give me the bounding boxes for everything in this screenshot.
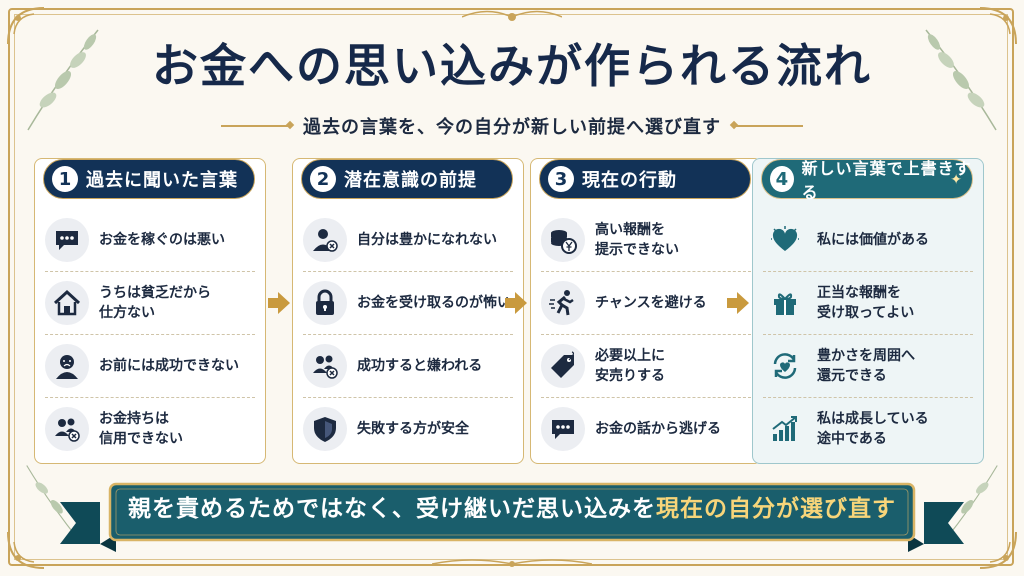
step-card-1: 1 過去に聞いた言葉 お金を稼ぐのは悪い うちは貧乏だから 仕方ない お前には成… bbox=[34, 158, 266, 464]
item-text: お前には成功できない bbox=[99, 358, 239, 374]
card-header: 3 現在の行動 bbox=[539, 159, 751, 199]
leaf-decoration-icon bbox=[925, 29, 997, 131]
step-number: 1 bbox=[52, 166, 78, 192]
corner-ornament-icon bbox=[7, 531, 45, 569]
house-icon bbox=[45, 281, 89, 325]
item-text: 私には価値がある bbox=[817, 232, 929, 248]
card-heading: 潜在意識の前提 bbox=[344, 170, 477, 191]
growth-chart-icon bbox=[763, 407, 807, 451]
subtitle: 過去の言葉を、今の自分が新しい前提へ選び直す bbox=[303, 117, 721, 138]
item-text: 必要以上に 安売りする bbox=[595, 348, 665, 384]
top-ornament-icon bbox=[462, 10, 562, 21]
subtitle-divider bbox=[221, 125, 291, 127]
item-text: うちは貧乏だから 仕方ない bbox=[99, 285, 211, 321]
list-item: チャンスを避ける bbox=[541, 272, 751, 335]
item-text: 成功すると嫌われる bbox=[357, 358, 483, 374]
list-item: うちは貧乏だから 仕方ない bbox=[45, 272, 255, 335]
corner-ornament-icon bbox=[979, 531, 1017, 569]
item-text: 豊かさを周囲へ 還元できる bbox=[817, 348, 915, 384]
card-header: 1 過去に聞いた言葉 bbox=[43, 159, 255, 199]
item-text: お金を稼ぐのは悪い bbox=[99, 232, 225, 248]
shield-icon bbox=[303, 407, 347, 451]
step-card-3: 3 現在の行動 高い報酬を 提示できない チャンスを避ける 必要以上に 安売りす… bbox=[530, 158, 762, 464]
person-cross-icon bbox=[303, 218, 347, 262]
arrow-right-icon bbox=[727, 292, 749, 314]
list-item: 高い報酬を 提示できない bbox=[541, 209, 751, 272]
item-text: 高い報酬を 提示できない bbox=[595, 222, 679, 258]
ribbon-banner bbox=[60, 482, 964, 552]
bottom-ornament-icon bbox=[432, 559, 592, 567]
card-heading: 新しい言葉で上書きする bbox=[801, 159, 972, 202]
item-text: 失敗する方が安全 bbox=[357, 421, 469, 437]
item-text: お金持ちは 信用できない bbox=[99, 411, 183, 447]
speech-bubble-icon bbox=[541, 407, 585, 451]
leaf-decoration-icon bbox=[27, 29, 99, 131]
card-header: 4 新しい言葉で上書きする ✦ bbox=[761, 159, 973, 202]
arrow-right-icon bbox=[268, 292, 290, 314]
item-text: 私は成長している 途中である bbox=[817, 411, 929, 447]
list-item: お金を受け取るのが怖い bbox=[303, 272, 513, 335]
list-item: お金を稼ぐのは悪い bbox=[45, 209, 255, 272]
subtitle-row: 過去の言葉を、今の自分が新しい前提へ選び直す bbox=[0, 112, 1024, 140]
step-card-4: 4 新しい言葉で上書きする ✦ 私には価値がある 正当な報酬を 受け取ってよい … bbox=[752, 158, 984, 464]
sad-face-icon bbox=[45, 344, 89, 388]
item-text: チャンスを避ける bbox=[595, 295, 707, 311]
arrow-right-icon bbox=[505, 292, 527, 314]
running-person-icon bbox=[541, 281, 585, 325]
gift-icon bbox=[763, 281, 807, 325]
step-number: 4 bbox=[770, 166, 794, 192]
list-item: 失敗する方が安全 bbox=[303, 398, 513, 460]
item-text: お金の話から逃げる bbox=[595, 421, 721, 437]
padlock-icon bbox=[303, 281, 347, 325]
step-number: 3 bbox=[548, 166, 574, 192]
list-item: 自分は豊かになれない bbox=[303, 209, 513, 272]
people-cross-icon bbox=[45, 407, 89, 451]
list-item: 豊かさを周囲へ 還元できる bbox=[763, 335, 973, 398]
banner-message: 親を責めるためではなく、受け継いだ思い込みを現在の自分が選び直す bbox=[0, 489, 1024, 523]
price-tag-icon bbox=[541, 344, 585, 388]
corner-ornament-icon bbox=[7, 7, 45, 45]
subtitle-divider bbox=[733, 125, 803, 127]
list-item: 成功すると嫌われる bbox=[303, 335, 513, 398]
list-item: 正当な報酬を 受け取ってよい bbox=[763, 272, 973, 335]
list-item: 私は成長している 途中である bbox=[763, 398, 973, 460]
people-cross-icon bbox=[303, 344, 347, 388]
list-item: お金の話から逃げる bbox=[541, 398, 751, 460]
step-card-2: 2 潜在意識の前提 自分は豊かになれない お金を受け取るのが怖い 成功すると嫌わ… bbox=[292, 158, 524, 464]
heart-icon bbox=[763, 218, 807, 262]
coins-yen-icon bbox=[541, 218, 585, 262]
cycle-heart-icon bbox=[763, 344, 807, 388]
step-number: 2 bbox=[310, 166, 336, 192]
list-item: 私には価値がある bbox=[763, 209, 973, 272]
item-text: 正当な報酬を 受け取ってよい bbox=[817, 285, 915, 321]
card-heading: 過去に聞いた言葉 bbox=[86, 170, 238, 191]
card-heading: 現在の行動 bbox=[582, 170, 677, 191]
list-item: お金持ちは 信用できない bbox=[45, 398, 255, 460]
banner-text: 親を責めるためではなく、受け継いだ思い込みを bbox=[128, 495, 656, 522]
speech-bubble-icon bbox=[45, 218, 89, 262]
card-header: 2 潜在意識の前提 bbox=[301, 159, 513, 199]
list-item: お前には成功できない bbox=[45, 335, 255, 398]
item-text: 自分は豊かになれない bbox=[357, 232, 497, 248]
list-item: 必要以上に 安売りする bbox=[541, 335, 751, 398]
item-text: お金を受け取るのが怖い bbox=[357, 295, 511, 311]
page-title: お金への思い込みが作られる流れ bbox=[152, 39, 872, 93]
corner-ornament-icon bbox=[979, 7, 1017, 45]
sparkle-icon: ✦ bbox=[950, 172, 962, 188]
banner-highlight: 現在の自分が選び直す bbox=[656, 495, 896, 522]
